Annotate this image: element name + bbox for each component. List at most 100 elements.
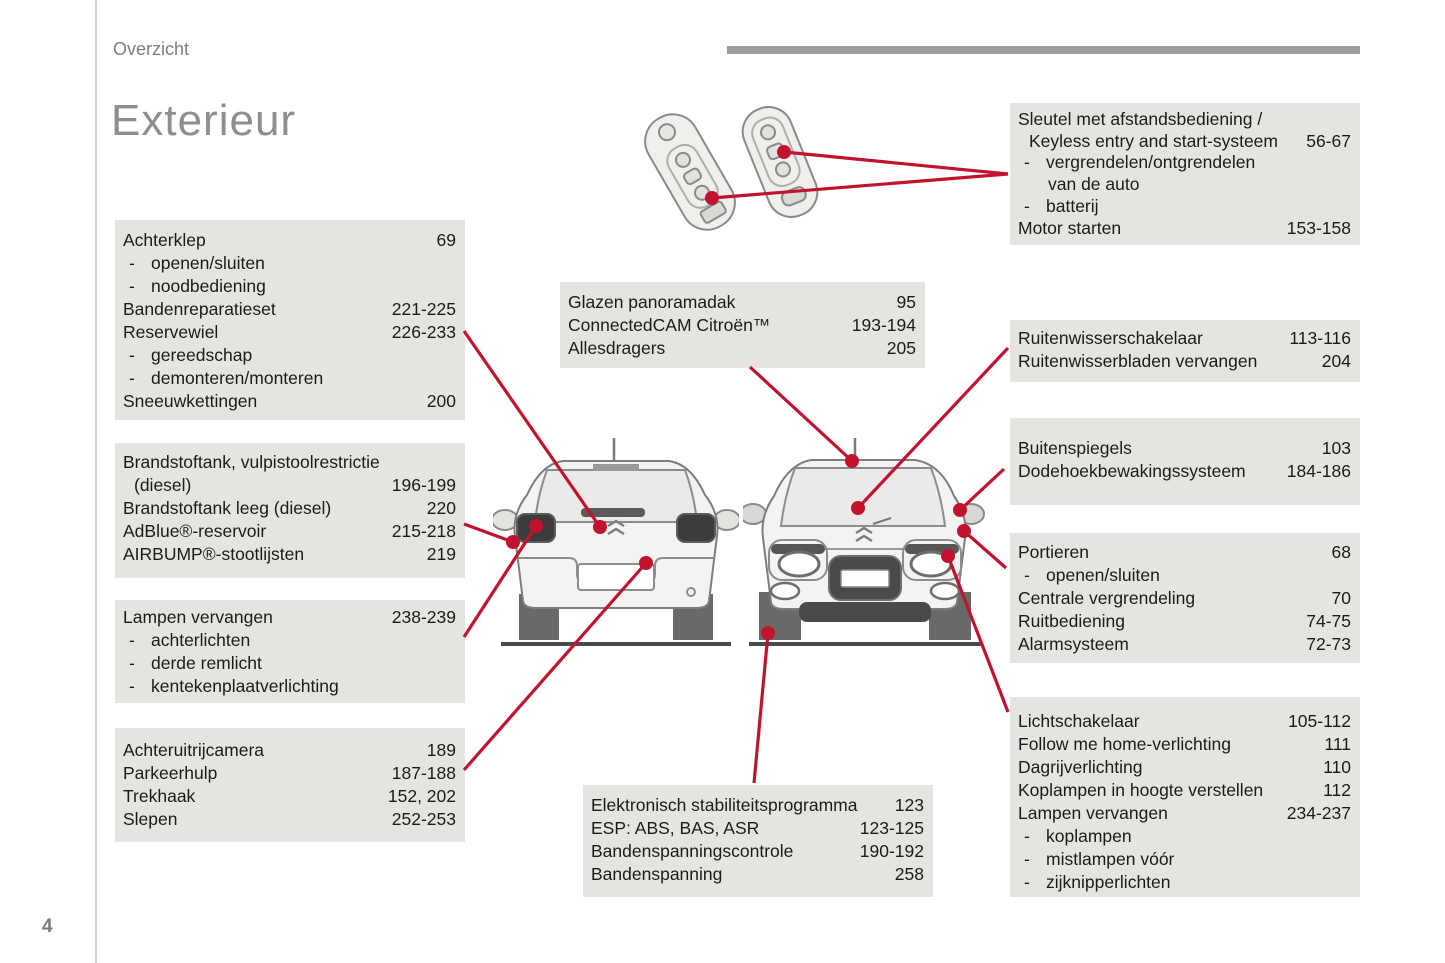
page-reference: 219 (426, 544, 456, 564)
index-row: -demonteren/monteren (123, 367, 456, 390)
index-row: -openen/sluiten (1018, 564, 1351, 587)
index-label: Parkeerhulp (123, 763, 218, 783)
key-fobs-illustration (644, 106, 819, 231)
page-reference: 70 (1331, 588, 1351, 608)
index-label: Lampen vervangen (1018, 803, 1168, 823)
index-label: openen/sluiten (151, 253, 265, 273)
index-row: -noodbediening (123, 275, 456, 298)
header-divider-bar (727, 46, 1360, 54)
index-label: Ruitbediening (1018, 611, 1126, 631)
bullet-dash: - (1024, 195, 1030, 216)
rear-wiper (581, 508, 645, 517)
page-reference: 193-194 (851, 315, 916, 335)
fog-light-right (929, 581, 961, 601)
index-label: Bandenspanningscontrole (591, 841, 794, 861)
index-label: Sneeuwkettingen (123, 391, 258, 411)
page-reference: 221-225 (391, 299, 456, 319)
index-label: Lampen vervangen (123, 607, 273, 627)
index-row: ConnectedCAM Citroën™ 193-194 (568, 314, 916, 337)
bullet-dash: - (1024, 872, 1030, 892)
lower-grille (799, 602, 931, 622)
index-label: ESP: ABS, BAS, ASR (591, 818, 760, 838)
index-label: Glazen panoramadak (568, 292, 736, 312)
index-label: van de auto (1048, 174, 1140, 195)
index-row: ESP: ABS, BAS, ASR 123-125 (591, 817, 924, 840)
page-reference: 113-116 (1289, 328, 1351, 348)
index-row: Lampen vervangen 234-237 (1018, 802, 1351, 825)
bullet-dash: - (129, 368, 135, 388)
page-reference: 69 (436, 230, 456, 250)
index-label: Portieren (1018, 542, 1090, 562)
taillight-right (676, 513, 716, 543)
taillight-left (516, 513, 556, 543)
page-reference: 72-73 (1306, 634, 1351, 654)
page-reference: 258 (894, 864, 924, 884)
index-label: noodbediening (151, 276, 266, 296)
index-label: openen/sluiten (1046, 565, 1160, 585)
bullet-dash: - (129, 276, 135, 296)
index-label: ConnectedCAM Citroën™ (568, 315, 771, 335)
page-reference: 234-237 (1286, 803, 1351, 823)
index-label: Achteruitrijcamera (123, 740, 265, 760)
index-label: (diesel) (134, 475, 192, 495)
license-plate (577, 563, 655, 591)
index-label: Bandenspanning (591, 864, 723, 884)
index-label: mistlampen vóór (1046, 849, 1175, 869)
page-reference: 74-75 (1306, 611, 1351, 631)
index-label: Lichtschakelaar (1018, 711, 1140, 731)
chevron-logo (855, 526, 873, 543)
page-reference: 123-125 (859, 818, 924, 838)
bullet-dash: - (129, 253, 135, 273)
index-label: Brandstoftank, vulpistoolrestrictie (123, 452, 380, 472)
page-reference: 187-188 (391, 763, 456, 783)
index-label: Dagrijverlichting (1018, 757, 1143, 777)
page-reference: 190-192 (859, 841, 924, 861)
index-label: Dodehoekbewakingssysteem (1018, 461, 1246, 481)
bullet-dash: - (129, 630, 135, 650)
car-rear-view-illustration (493, 438, 739, 646)
index-label: Motor starten (1018, 217, 1122, 238)
bullet-dash: - (129, 345, 135, 365)
index-label: vergrendelen/ontgrendelen (1046, 152, 1256, 173)
index-label: Koplampen in hoogte verstellen (1018, 780, 1264, 800)
windshield (779, 467, 947, 527)
page-reference: 123 (894, 795, 924, 815)
index-row: -koplampen (1018, 825, 1351, 848)
bumper-detail (686, 587, 696, 597)
page-reference: 196-199 (391, 475, 456, 495)
index-row: Parkeerhulp 187-188 (123, 762, 456, 785)
index-row: -vergrendelen/ontgrendelen (1018, 152, 1351, 174)
index-label: zijknipperlichten (1046, 872, 1171, 892)
index-row: -batterij (1018, 196, 1351, 218)
index-label: demonteren/monteren (151, 368, 324, 388)
page-reference: 110 (1323, 757, 1351, 777)
index-row: -zijknipperlichten (1018, 871, 1351, 894)
index-label: Reservewiel (123, 322, 219, 342)
index-label: Trekhaak (123, 786, 196, 806)
wiper-right (872, 517, 892, 525)
page-reference: 95 (896, 292, 916, 312)
index-row: -mistlampen vóór (1018, 848, 1351, 871)
headlight-panel-left (768, 539, 828, 581)
index-label: Ruitenwisserbladen vervangen (1018, 351, 1258, 371)
index-row: Ruitbediening 74-75 (1018, 610, 1351, 633)
index-row: -openen/sluiten (123, 252, 456, 275)
